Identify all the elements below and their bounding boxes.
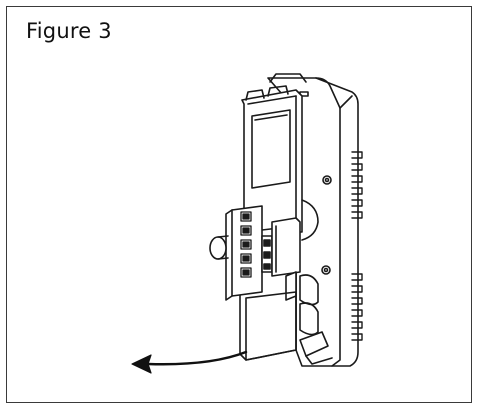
terminal-block: [209, 205, 263, 301]
curved-arrow-left-icon: [131, 350, 248, 374]
lower-panel: [245, 291, 297, 361]
base-housing: [267, 73, 363, 367]
figure-label: Figure 3: [26, 19, 112, 43]
figure-frame: [6, 6, 472, 403]
